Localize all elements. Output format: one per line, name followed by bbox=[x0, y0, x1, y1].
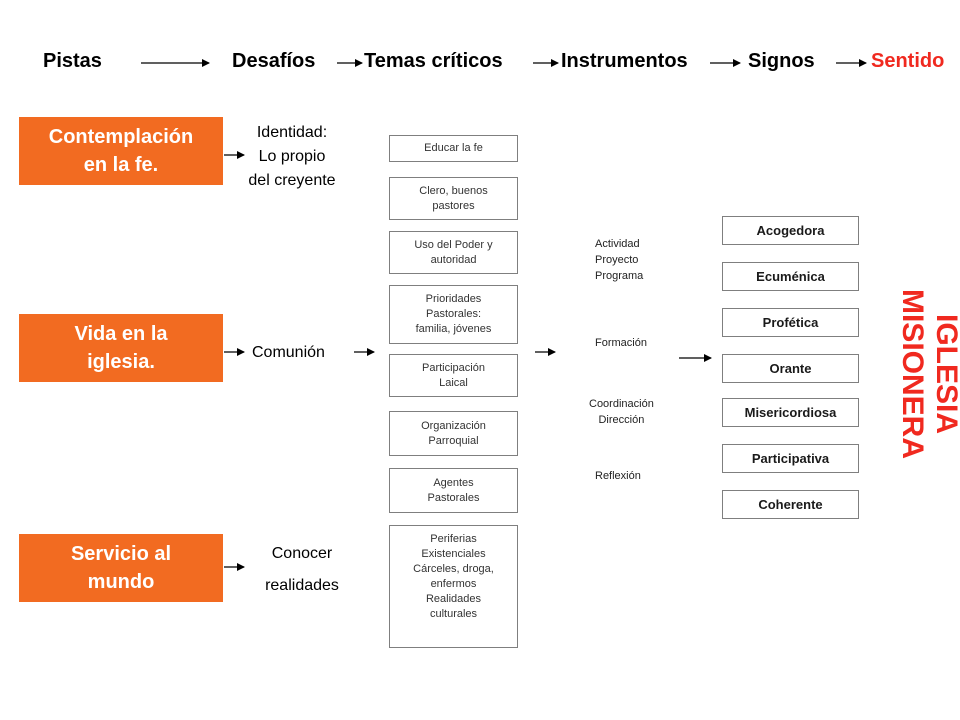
pista-contemplacion: Contemplación en la fe. bbox=[19, 117, 223, 185]
tema-line: autoridad bbox=[430, 253, 477, 266]
tema-line: culturales bbox=[429, 608, 478, 620]
tema-box: Agentes Pastorales bbox=[389, 468, 518, 513]
tema-line: Prioridades bbox=[425, 293, 482, 305]
instrumento-actividad: Actividad Proyecto Programa bbox=[595, 236, 643, 284]
tema-line: Laical bbox=[439, 376, 468, 389]
tema-line: pastores bbox=[432, 199, 475, 212]
tema-line: Uso del Poder y bbox=[414, 238, 493, 251]
header-pistas: Pistas bbox=[43, 50, 102, 72]
pista-line: Servicio al bbox=[70, 543, 172, 565]
header-desafios: Desafíos bbox=[232, 50, 316, 72]
pista-line: mundo bbox=[87, 571, 155, 593]
desafio-line: realidades bbox=[265, 577, 339, 594]
header-instrumentos: Instrumentos bbox=[561, 50, 688, 72]
tema-line: enfermos bbox=[430, 578, 477, 590]
tema-line: Periferias bbox=[430, 533, 477, 545]
header-sentido: Sentido bbox=[871, 50, 945, 72]
pista-line: Contemplación bbox=[48, 126, 194, 148]
tema-line: Organización bbox=[421, 419, 486, 432]
tema-line: Participación bbox=[422, 361, 485, 374]
tema-box: Prioridades Pastorales: familia, jóvenes bbox=[389, 285, 518, 344]
tema-box: Periferias Existenciales Cárceles, droga… bbox=[389, 525, 518, 648]
signo-box: Acogedora bbox=[722, 216, 859, 245]
tema-line: Existenciales bbox=[421, 548, 486, 560]
signo-box: Ecuménica bbox=[722, 262, 859, 291]
signo-box: Profética bbox=[722, 308, 859, 337]
instrumento-reflexion: Reflexión bbox=[595, 470, 641, 482]
instrumento-line: Proyecto bbox=[595, 254, 639, 266]
desafio-line: Identidad: bbox=[256, 124, 328, 141]
pista-vida-iglesia: Vida en la iglesia. bbox=[19, 314, 223, 382]
pista-line: Vida en la bbox=[74, 323, 168, 345]
tema-box: Uso del Poder y autoridad bbox=[389, 231, 518, 274]
instrumento-line: Dirección bbox=[598, 414, 645, 426]
tema-box: Educar la fe bbox=[389, 135, 518, 162]
instrumento-line: Programa bbox=[595, 270, 644, 282]
tema-line: Realidades bbox=[425, 593, 482, 605]
desafio-comunion: Comunión bbox=[252, 344, 325, 361]
tema-line: Pastorales bbox=[427, 491, 480, 504]
header-signos: Signos bbox=[748, 50, 815, 72]
tema-line: Parroquial bbox=[428, 434, 479, 447]
tema-box: Organización Parroquial bbox=[389, 411, 518, 456]
tema-line: Agentes bbox=[433, 476, 474, 489]
instrumento-line: Actividad bbox=[595, 238, 640, 250]
signo-box: Coherente bbox=[722, 490, 859, 519]
signo-box: Orante bbox=[722, 354, 859, 383]
tema-line: familia, jóvenes bbox=[415, 323, 492, 335]
instrumento-coordinacion: Coordinación Dirección bbox=[589, 396, 654, 428]
instrumento-formacion: Formación bbox=[595, 337, 647, 349]
instrumento-line: Coordinación bbox=[589, 398, 654, 410]
tema-line: Educar la fe bbox=[424, 142, 483, 154]
desafio-line: del creyente bbox=[248, 172, 336, 189]
desafio-line: Lo propio bbox=[258, 148, 326, 165]
desafio-conocer: Conocer realidades bbox=[250, 538, 354, 602]
tema-box: Participación Laical bbox=[389, 354, 518, 397]
header-temas-criticos: Temas críticos bbox=[364, 50, 503, 72]
desafio-line: Conocer bbox=[271, 545, 333, 562]
pista-line: en la fe. bbox=[83, 154, 159, 176]
pista-line: iglesia. bbox=[87, 351, 155, 373]
tema-box: Clero, buenos pastores bbox=[389, 177, 518, 220]
tema-line: Clero, buenos bbox=[419, 184, 488, 197]
signo-box: Participativa bbox=[722, 444, 859, 473]
pista-servicio-mundo: Servicio al mundo bbox=[19, 534, 223, 602]
tema-line: Pastorales: bbox=[425, 308, 482, 320]
signo-box: Misericordiosa bbox=[722, 398, 859, 427]
tema-line: Cárceles, droga, bbox=[413, 563, 494, 575]
desafio-identidad: Identidad: Lo propio del creyente bbox=[240, 121, 344, 193]
